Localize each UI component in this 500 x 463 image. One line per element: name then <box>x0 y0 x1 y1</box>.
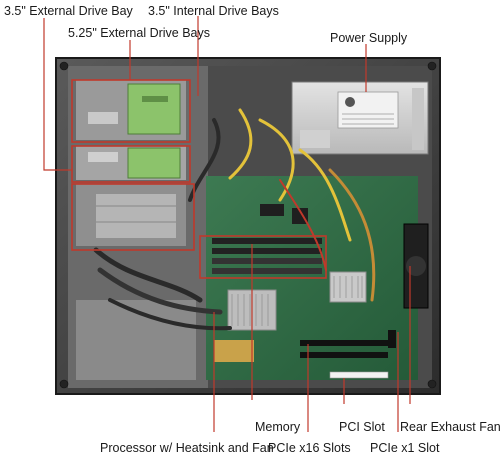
drive-bay-cage <box>76 80 186 246</box>
label-memory: Memory <box>255 420 301 434</box>
label-3-5-external-drive-bay: 3.5" External Drive Bay <box>4 4 133 18</box>
label-pci-slot: PCI Slot <box>339 420 385 434</box>
label-5-25-external-drive-bays: 5.25" External Drive Bays <box>68 26 210 40</box>
rear-exhaust-fan <box>403 223 429 309</box>
label-rear-exhaust-fan: Rear Exhaust Fan <box>400 420 500 434</box>
case-screws <box>59 61 437 389</box>
power-supply-unit <box>291 81 429 155</box>
label-pcie-x1-slot: PCIe x1 Slot <box>370 441 440 455</box>
label-processor: Processor w/ Heatsink and Fan <box>100 441 274 455</box>
highlight-boxes <box>71 79 327 279</box>
label-power-supply: Power Supply <box>330 31 408 45</box>
callout-lines <box>43 16 411 432</box>
cables <box>93 108 376 331</box>
label-3-5-internal-drive-bays: 3.5" Internal Drive Bays <box>148 4 279 18</box>
label-pcie-x16-slots: PCIe x16 Slots <box>268 441 351 455</box>
